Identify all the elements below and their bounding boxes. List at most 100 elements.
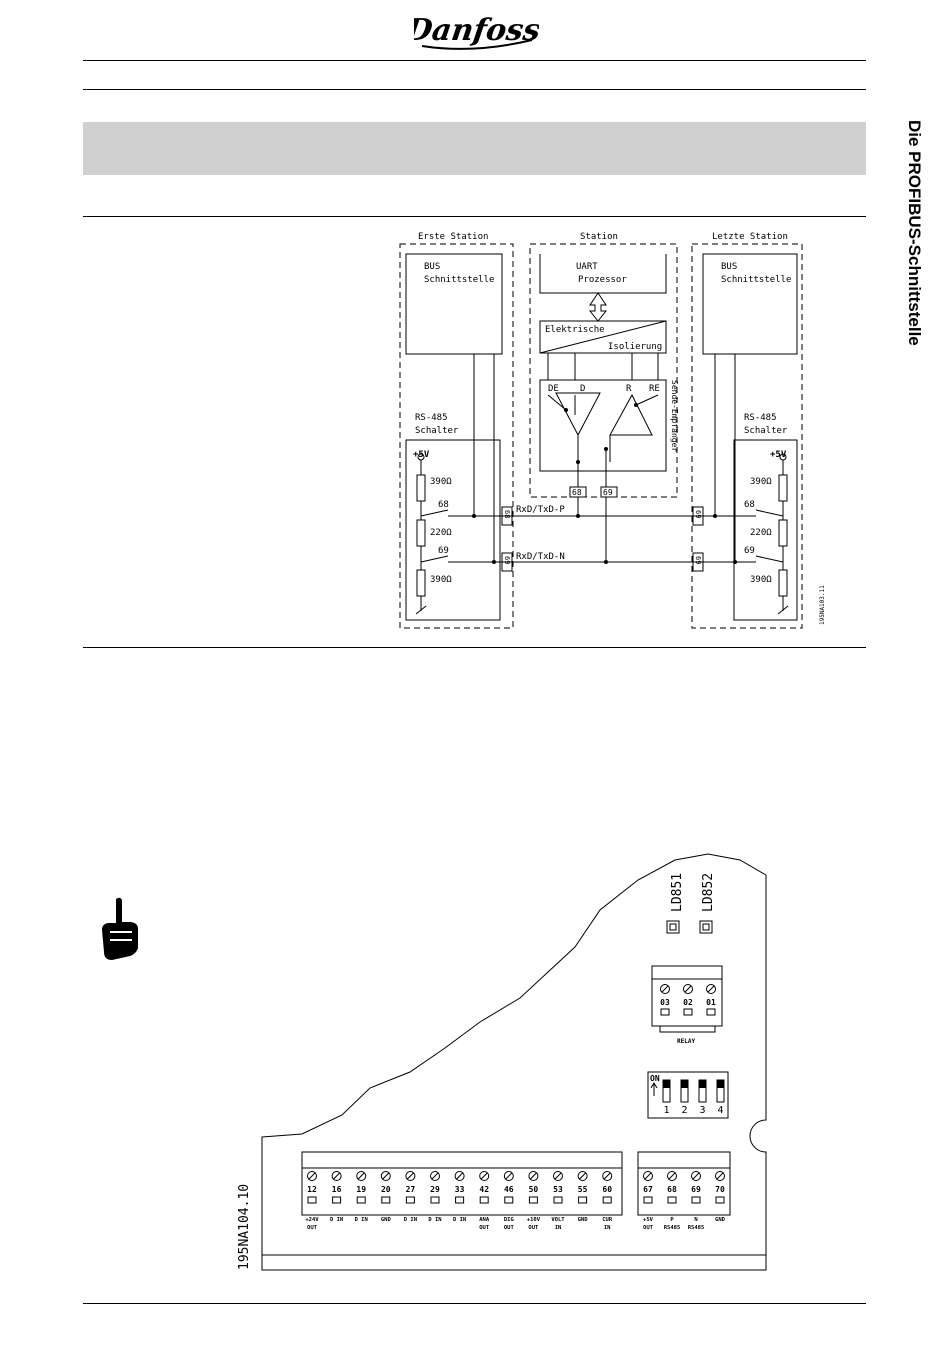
terminal-number: 20 [381, 1185, 391, 1194]
rs485-wiring-diagram: Erste Station Station Letzte Station BUS… [399, 232, 826, 629]
diagram-top-rule [83, 216, 866, 217]
terminal-function-sub: OUT [504, 1225, 515, 1231]
terminal-number: 12 [307, 1185, 317, 1194]
svg-text:DE: DE [548, 384, 559, 394]
terminal-number: 42 [479, 1185, 489, 1194]
terminal-16: 16 D IN [330, 1171, 343, 1223]
header-rule-1 [83, 60, 866, 61]
svg-text:68: 68 [572, 488, 582, 497]
svg-text:68: 68 [744, 500, 755, 510]
svg-text:68: 68 [503, 510, 511, 518]
svg-text:+5V: +5V [413, 450, 430, 460]
terminal-function-sub: RS485 [664, 1225, 681, 1231]
terminal-function: D IN [355, 1217, 368, 1223]
pointing-hand-icon [102, 897, 138, 960]
svg-text:390Ω: 390Ω [430, 575, 452, 585]
dip-switch-4[interactable]: 4 [716, 1079, 725, 1116]
svg-text:+5V: +5V [770, 450, 787, 460]
svg-text:69: 69 [438, 546, 449, 556]
relay-terminal-02: 02 [683, 984, 693, 1016]
svg-text:69: 69 [744, 546, 755, 556]
svg-text:69: 69 [694, 556, 702, 564]
svg-text:69: 69 [603, 488, 613, 497]
relay-terminal-03: 03 [660, 984, 670, 1016]
svg-text:Station: Station [580, 232, 618, 242]
terminal-function-sub: OUT [528, 1225, 539, 1231]
terminal-function: DIG [504, 1217, 515, 1223]
svg-text:RE: RE [649, 384, 660, 394]
svg-text:68: 68 [438, 500, 449, 510]
svg-text:Elektrische: Elektrische [545, 325, 605, 335]
svg-text:220Ω: 220Ω [430, 528, 452, 538]
terminal-19: 19 D IN [355, 1171, 368, 1223]
terminal-function: VOLT [551, 1217, 565, 1223]
terminal-number: 53 [553, 1185, 563, 1194]
terminal-function: CUR [602, 1217, 613, 1223]
relay-terminal-01: 01 [706, 984, 716, 1016]
terminal-function: GND [381, 1217, 392, 1223]
dip-switch-number: 3 [699, 1105, 705, 1116]
terminal-function: D IN [404, 1217, 417, 1223]
terminal-function: +24V [305, 1217, 319, 1223]
dip-switch-3[interactable]: 3 [698, 1079, 707, 1116]
svg-text:Schalter: Schalter [415, 426, 459, 436]
header-rule-2 [83, 89, 866, 90]
terminal-number: 16 [332, 1185, 342, 1194]
terminal-number: 70 [715, 1185, 725, 1194]
svg-text:69: 69 [503, 556, 511, 564]
terminal-number: 60 [602, 1185, 612, 1194]
svg-text:Prozessor: Prozessor [578, 275, 627, 285]
svg-text:220Ω: 220Ω [750, 528, 772, 538]
svg-text:390Ω: 390Ω [430, 477, 452, 487]
terminal-function: GND [715, 1217, 726, 1223]
terminal-number: 29 [430, 1185, 440, 1194]
svg-text:Schalter: Schalter [744, 426, 788, 436]
terminal-function: P [670, 1217, 674, 1223]
terminal-number: 67 [643, 1185, 653, 1194]
terminal-number: 19 [356, 1185, 366, 1194]
terminal-number: 27 [406, 1185, 416, 1194]
svg-text:390Ω: 390Ω [750, 477, 772, 487]
terminal-function: D IN [330, 1217, 343, 1223]
terminal-function-sub: IN [555, 1225, 562, 1231]
dip-switch-number: 4 [717, 1105, 723, 1116]
terminal-68: 68P RS485 [664, 1171, 681, 1231]
footer-rule [83, 1303, 866, 1304]
svg-text:Schnittstelle: Schnittstelle [424, 275, 494, 285]
svg-text:D: D [580, 384, 585, 394]
terminal-number: 68 [667, 1185, 677, 1194]
section-title-bar [83, 122, 866, 175]
terminal-number: 69 [691, 1185, 701, 1194]
svg-text:ON: ON [650, 1074, 660, 1083]
dip-switch-2[interactable]: 2 [680, 1079, 689, 1116]
svg-text:Sende-Empfänger: Sende-Empfänger [670, 380, 679, 452]
svg-text:195NA104.10: 195NA104.10 [237, 1184, 252, 1270]
terminal-function: D IN [428, 1217, 441, 1223]
svg-text:RxD/TxD-P: RxD/TxD-P [516, 505, 565, 515]
terminal-number: 46 [504, 1185, 514, 1194]
terminal-function: ANA [479, 1217, 490, 1223]
terminal-33: 33D IN [453, 1171, 466, 1223]
terminal-function: N [694, 1217, 697, 1223]
svg-text:RELAY: RELAY [677, 1038, 695, 1045]
svg-text:Letzte Station: Letzte Station [712, 232, 788, 242]
svg-text:BUS: BUS [424, 262, 440, 272]
terminal-69: 69N RS485 [688, 1171, 705, 1231]
svg-text:195NA103.11: 195NA103.11 [819, 585, 826, 625]
terminal-function-sub: OUT [643, 1225, 654, 1231]
terminal-number: 55 [578, 1185, 588, 1194]
terminal-function: +5V [643, 1217, 654, 1223]
terminal-function-sub: RS485 [688, 1225, 705, 1231]
terminal-number: 50 [529, 1185, 539, 1194]
svg-text:RS-485: RS-485 [744, 413, 777, 423]
relay-terminal-number: 01 [706, 998, 716, 1007]
dip-switch-1[interactable]: 1 [662, 1079, 671, 1116]
svg-text:UART: UART [576, 262, 598, 272]
svg-text:390Ω: 390Ω [750, 575, 772, 585]
